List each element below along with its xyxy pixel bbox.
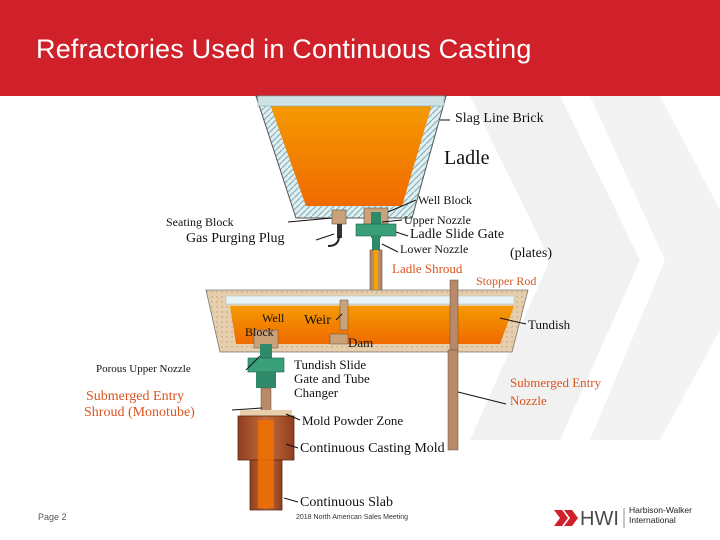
lower-nozzle (372, 236, 380, 250)
leader-slab (284, 498, 298, 502)
label-submerged-entry-shroud-line1: Submerged Entry (86, 390, 184, 404)
label-well-block-top: Well Block (418, 194, 472, 206)
leader-seating-block (288, 218, 332, 222)
label-tundish-slide-line3: Changer (294, 386, 338, 399)
slab-steel-core (258, 420, 274, 508)
hwi-logo-mark-icon (554, 510, 578, 526)
label-slag-line-brick: Slag Line Brick (455, 112, 544, 126)
label-well-block-tundish-line2: Block (245, 326, 274, 338)
label-upper-nozzle: Upper Nozzle (404, 214, 471, 226)
footer-meeting-name: 2018 North American Sales Meeting (296, 514, 408, 521)
label-porous-upper-nozzle: Porous Upper Nozzle (96, 364, 191, 375)
label-ladle: Ladle (444, 148, 490, 168)
label-ladle-slide-gate: Ladle Slide Gate (410, 228, 504, 242)
label-weir: Weir (304, 314, 331, 328)
label-ladle-shroud: Ladle Shroud (392, 262, 462, 275)
leader-shroud (232, 408, 262, 410)
seating-block (332, 210, 346, 224)
leader-lower-nozzle (382, 244, 398, 252)
porous-upper-nozzle (260, 344, 272, 358)
label-lower-nozzle: Lower Nozzle (400, 243, 468, 255)
tube-changer (256, 372, 276, 388)
label-continuous-casting-mold: Continuous Casting Mold (300, 442, 445, 456)
dam (330, 334, 348, 344)
label-submerged-entry-nozzle-line2: Nozzle (510, 394, 547, 407)
label-tundish: Tundish (528, 318, 570, 331)
label-tundish-slide-line1: Tundish Slide (294, 358, 366, 371)
brand-line1: Harbison-Walker (629, 505, 692, 515)
page-number: Page 2 (38, 512, 67, 522)
label-submerged-entry-shroud-line2: Shroud (Monotube) (84, 406, 195, 420)
gas-purging-plug (337, 224, 342, 238)
ladle-slide-gate-plates (356, 224, 396, 236)
leader-slide-gate (396, 232, 408, 236)
label-submerged-entry-nozzle-line1: Submerged Entry (510, 376, 601, 389)
leader-sen (458, 392, 506, 404)
hwi-logo-text: HWI (580, 508, 619, 530)
label-tundish-slide-line2: Gate and Tube (294, 372, 370, 385)
label-dam: Dam (348, 336, 373, 349)
sen-right (448, 350, 458, 450)
label-well-block-tundish-line1: Well (262, 312, 284, 324)
label-continuous-slab: Continuous Slab (300, 496, 393, 510)
label-stopper-rod: Stopper Rod (476, 275, 536, 287)
label-seating-block: Seating Block (166, 216, 234, 228)
label-mold-powder-zone: Mold Powder Zone (302, 414, 403, 427)
tundish-slide-gate (248, 358, 284, 372)
slag-line-band (258, 96, 444, 106)
mold-and-slab (238, 410, 294, 510)
brand-name: Harbison-Walker International (629, 505, 692, 525)
stopper-rod (450, 280, 458, 350)
brand-line2: International (629, 515, 692, 525)
label-gas-purging-plug: Gas Purging Plug (186, 232, 285, 246)
label-plates: (plates) (510, 247, 552, 261)
leader-gas-plug (316, 234, 334, 240)
tundish-cover (226, 296, 514, 304)
